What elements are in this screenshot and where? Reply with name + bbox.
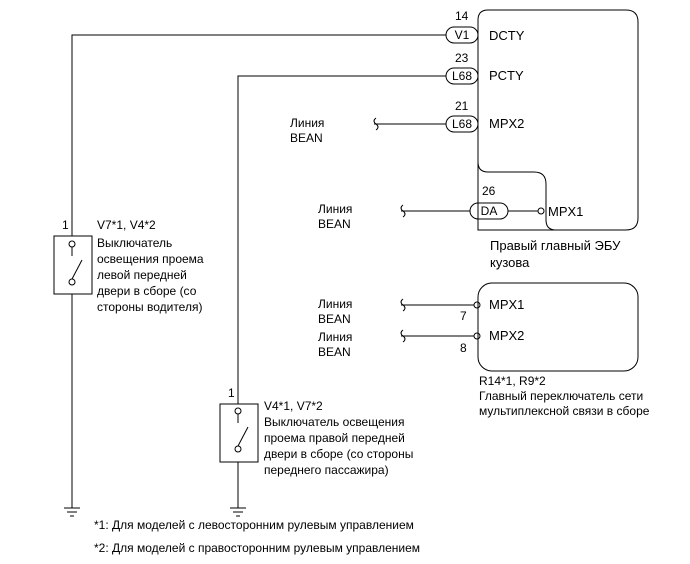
ground-symbol [64,507,80,517]
bean-label: BEAN [318,345,351,359]
signal-name: MPX1 [548,204,583,219]
connector-label: DA [481,204,498,218]
break-mark [400,298,406,312]
bean-label: Линия [318,297,352,311]
connector-label: V1 [455,28,470,42]
connector-label: L68 [452,69,472,83]
driver-switch-label: освещения проема [97,252,204,266]
passenger-switch-box [219,403,259,463]
bean-label: Линия [290,116,324,130]
driver-switch-label: левой передней [97,268,187,282]
footnote: *2: Для моделей с правосторонним рулевым… [94,541,420,555]
multiplex-switch-box [477,282,639,372]
multiplex-name: Главный переключатель сети [479,389,643,403]
passenger-switch-label: переднего пассажира) [264,463,389,477]
signal-name: MPX2 [489,328,524,343]
connector-oval [445,115,479,133]
driver-switch-label: стороны водителя) [97,300,202,314]
bean-label: BEAN [290,131,323,145]
pin-number: 8 [460,341,467,355]
passenger-switch-label: Выключатель освещения [264,415,404,429]
switch-lever [237,426,249,447]
break-mark [400,204,406,218]
break-mark [373,117,379,131]
passenger-switch-label: двери в сборе (со стороны [264,447,413,461]
driver-switch-label: Выключатель [97,236,172,250]
connector-oval [469,202,509,220]
multiplex-name: мультиплексной связи в сборе [479,404,650,418]
connector-label: L68 [452,117,472,131]
footnote: *1: Для моделей с левосторонним рулевым … [94,518,414,532]
pin-number: 26 [482,184,496,198]
pin-number: 1 [62,218,69,232]
pin-number: 23 [455,51,469,65]
bean-label: Линия [318,202,352,216]
ground-symbol [230,507,246,517]
bean-label: Линия [318,330,352,344]
pin-number: 21 [455,99,469,113]
pin-number: 7 [460,309,467,323]
wire-pcty [237,75,446,404]
bean-label: BEAN [318,312,351,326]
switch-contact [234,445,242,453]
switch-lever [71,259,83,280]
bean-label: BEAN [318,217,351,231]
ecu-bay [477,162,556,231]
switch-contact [234,407,242,415]
wire-dcty [71,34,446,236]
driver-switch-code: V7*1, V4*2 [97,218,156,232]
ecu-name: Правый главный ЭБУ [490,238,621,253]
connector-oval [445,26,479,44]
driver-switch-box [53,235,93,295]
passenger-switch-code: V4*1, V7*2 [264,399,323,413]
ecu-name: кузова [490,255,530,270]
passenger-switch-label: проема правой передней [264,431,405,445]
terminal [473,332,481,340]
terminal [537,207,545,215]
connector-oval [445,67,479,85]
signal-name: PCTY [489,68,524,83]
signal-name: DCTY [489,28,525,43]
signal-name: MPX1 [489,297,524,312]
pin-number: 14 [455,9,469,23]
driver-switch-label: двери в сборе (со [97,284,197,298]
pin-number: 1 [228,386,235,400]
terminal [473,301,481,309]
switch-contact [68,240,76,248]
break-mark [400,329,406,343]
signal-name: MPX2 [489,116,524,131]
switch-contact [68,278,76,286]
multiplex-code: R14*1, R9*2 [479,374,546,388]
